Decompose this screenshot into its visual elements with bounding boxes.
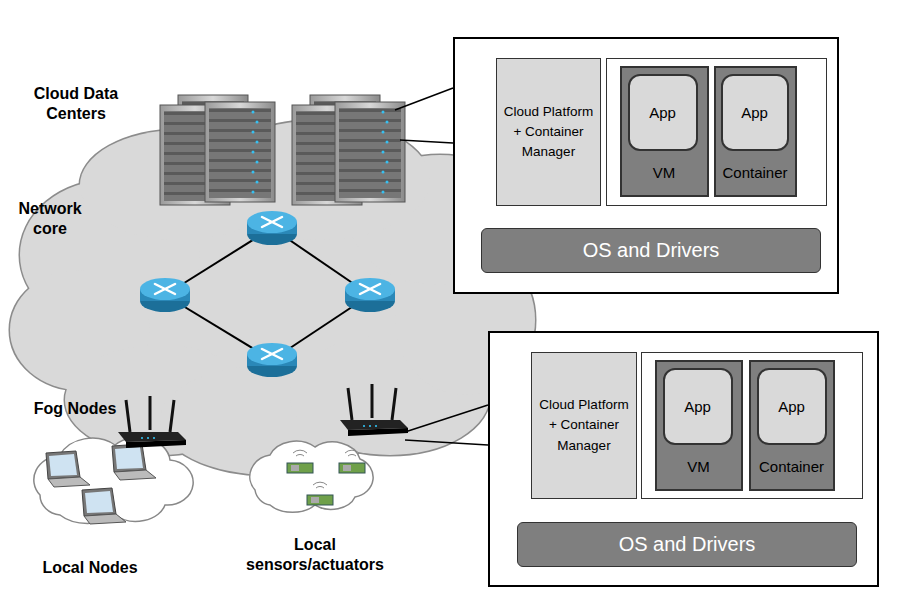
container-box: Container App [714, 66, 797, 197]
platform-box: Cloud Platform + Container Manager [496, 58, 601, 206]
app-box: App [628, 74, 698, 151]
node-text: App [778, 398, 805, 415]
workload-box: VM AppContainer App [606, 58, 827, 206]
node-text: OS and Drivers [619, 533, 756, 556]
os-bar: OS and Drivers [517, 522, 857, 567]
region-label: Cloud Data Centers [20, 84, 132, 124]
vm-box: VM App [620, 66, 709, 197]
region-label: Network core [10, 199, 90, 239]
node-text: Cloud Platform + Container Manager [532, 395, 636, 456]
node-text: VM [653, 164, 676, 195]
app-box: App [663, 368, 733, 445]
node-text: OS and Drivers [583, 239, 720, 262]
node-text: Container [759, 458, 824, 489]
node-text: VM [687, 458, 710, 489]
app-box: App [721, 74, 789, 151]
platform-box: Cloud Platform + Container Manager [531, 352, 637, 499]
vm-box: VM App [655, 360, 743, 491]
system-panel: Cloud Platform + Container ManagerVMAppC… [488, 331, 879, 587]
workload-box: VM AppContainer App [641, 352, 863, 499]
os-bar: OS and Drivers [481, 228, 821, 273]
container-box: Container App [749, 360, 835, 491]
app-box: App [757, 368, 827, 445]
node-text: App [684, 398, 711, 415]
node-text: Container [722, 164, 787, 195]
node-text: App [649, 104, 676, 121]
region-label: Local Nodes [30, 558, 150, 578]
region-label: Local sensors/actuators [235, 535, 395, 575]
region-label: Fog Nodes [20, 399, 130, 419]
node-text: Cloud Platform + Container Manager [497, 102, 600, 163]
system-panel: Cloud Platform + Container ManagerVMAppC… [453, 37, 839, 294]
node-text: App [741, 104, 768, 121]
